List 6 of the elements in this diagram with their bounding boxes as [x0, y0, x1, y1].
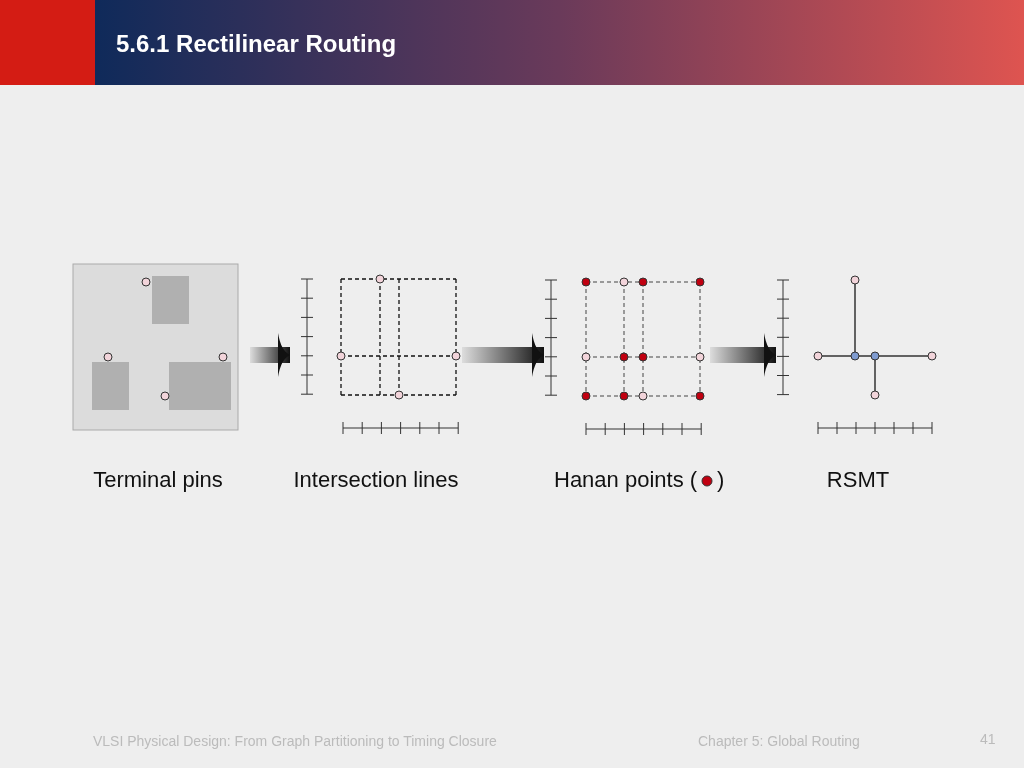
slide-title: 5.6.1 Rectilinear Routing: [116, 30, 397, 58]
panel-caption: Hanan points (: [554, 467, 698, 492]
panel-caption: RSMT: [826, 467, 890, 492]
panel-caption: ): [717, 467, 725, 492]
panel-caption: Terminal pins: [93, 467, 223, 492]
panel-caption: Intersection lines: [293, 467, 459, 492]
